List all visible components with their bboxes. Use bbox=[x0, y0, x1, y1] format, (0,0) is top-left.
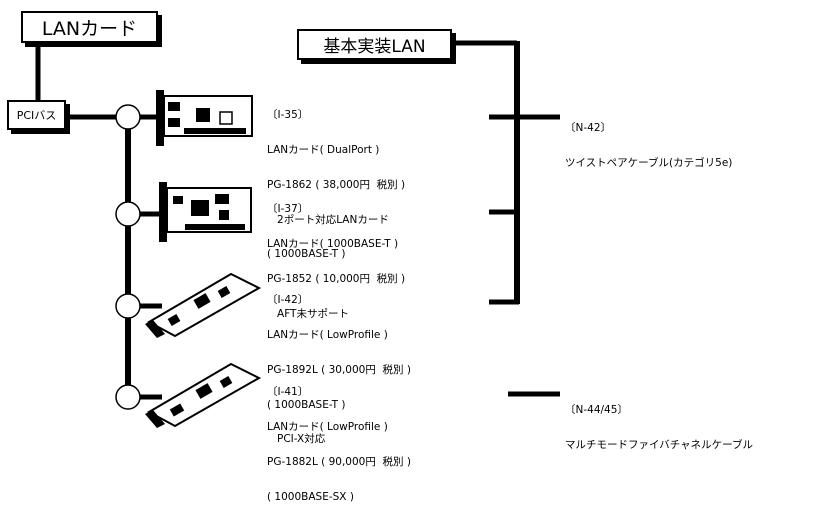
card-model-price: PG-1882L ( 90,000円 税別 ) bbox=[267, 455, 411, 468]
card-image-lowprofile-1 bbox=[145, 272, 262, 338]
card-label-i41: 〔I-41〕 LANカード( LowProfile ) PG-1882L ( 9… bbox=[267, 364, 411, 515]
card-model-price: PG-1862 ( 38,000円 税別 ) bbox=[267, 178, 406, 191]
card-spec: ( 1000BASE-SX ) bbox=[267, 490, 354, 503]
card-label-i37: 〔I-37〕 LANカード( 1000BASE-T ) PG-1852 ( 10… bbox=[267, 181, 405, 332]
card-model-price: PG-1852 ( 10,000円 税別 ) bbox=[267, 272, 406, 285]
card-label-i35: 〔I-35〕 LANカード( DualPort ) PG-1862 ( 38,0… bbox=[267, 87, 405, 273]
card-spec: ( 1000BASE-T ) bbox=[267, 248, 346, 261]
pci-bus-label: PCIバス bbox=[16, 109, 57, 122]
cable-name: ツイストペアケーブル(カテゴリ5e) bbox=[565, 156, 733, 169]
lan-card-title-box: LANカード bbox=[21, 11, 158, 43]
card-image-dualport bbox=[156, 90, 253, 146]
onboard-lan-box: 基本実装LAN bbox=[297, 29, 452, 60]
card-code: 〔I-35〕 bbox=[267, 109, 309, 122]
card-model-price: PG-1892L ( 30,000円 税別 ) bbox=[267, 363, 411, 376]
card-image-1000base-t bbox=[159, 182, 252, 242]
card-note: 2ポート対応LANカード bbox=[267, 213, 389, 226]
bus-node bbox=[115, 384, 141, 410]
connection-lines bbox=[35, 40, 560, 410]
cable-code: 〔N-42〕 bbox=[565, 122, 612, 135]
card-code: 〔I-42〕 bbox=[267, 294, 309, 307]
lan-card-title-label: LANカード bbox=[41, 17, 138, 40]
cable-name: マルチモードファイバチャネルケーブル bbox=[565, 438, 754, 451]
card-note: AFT未サポート bbox=[267, 307, 349, 320]
bus-node bbox=[115, 201, 141, 227]
pci-bus-box: PCIバス bbox=[7, 100, 66, 130]
cable-code: 〔N-44/45〕 bbox=[565, 404, 628, 417]
card-name: LANカード( LowProfile ) bbox=[267, 420, 388, 433]
card-name: LANカード( DualPort ) bbox=[267, 143, 380, 156]
card-image-lowprofile-2 bbox=[145, 362, 262, 428]
card-name: LANカード( LowProfile ) bbox=[267, 328, 388, 341]
cable-label-n42: 〔N-42〕 ツイストペアケーブル(カテゴリ5e) bbox=[565, 100, 732, 181]
card-code: 〔I-41〕 bbox=[267, 386, 309, 399]
onboard-lan-label: 基本実装LAN bbox=[323, 37, 426, 57]
card-spec: ( 1000BASE-T ) bbox=[267, 398, 346, 411]
card-name: LANカード( 1000BASE-T ) bbox=[267, 237, 399, 250]
bus-node bbox=[115, 293, 141, 319]
card-code: 〔I-37〕 bbox=[267, 203, 309, 216]
bus-node bbox=[115, 104, 141, 130]
cable-label-n44-45: 〔N-44/45〕 マルチモードファイバチャネルケーブル bbox=[565, 382, 753, 463]
